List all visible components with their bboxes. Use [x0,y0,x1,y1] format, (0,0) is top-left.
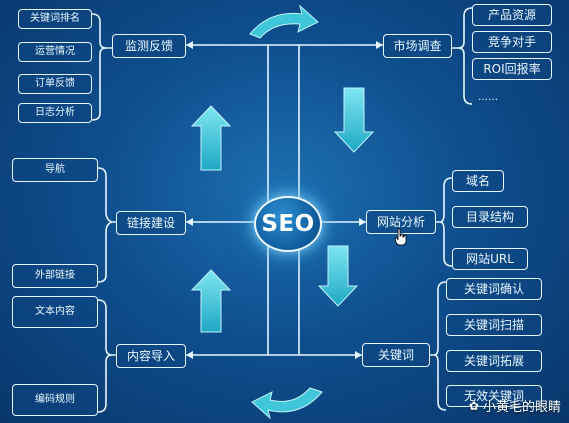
node-market-research: 市场调查 [383,34,452,58]
seo-center-node: SEO [254,196,322,252]
content-item: 文本内容 [12,296,98,328]
keyword-item-label: 关键词扫描 [463,318,524,332]
keyword-item: 无效关键词 [446,385,542,407]
site-item: 网站URL [452,248,528,270]
keyword-item-label: 关键词拓展 [463,354,524,368]
node-site-analysis-label: 网站分析 [376,215,425,229]
site-item-label: 网站URL [466,252,514,266]
node-content-import-label: 内容导入 [126,349,175,363]
monitor-item-label: 运营情况 [35,46,75,57]
content-item-label: 编码规则 [35,394,75,405]
watermark: ✿ 小黄毛的眼睛 [468,396,561,416]
monitor-item: 日志分析 [18,103,92,123]
content-item: 编码规则 [12,384,98,416]
node-monitor-feedback: 监测反馈 [112,34,186,58]
keyword-item-label: 关键词确认 [463,282,524,296]
market-item-label: ROI回报率 [483,62,541,76]
market-item-label: 竞争对手 [487,35,536,49]
node-link-building: 链接建设 [116,211,186,235]
market-item: 产品资源 [472,4,552,26]
node-monitor-feedback-label: 监测反馈 [124,39,173,53]
link-item: 导航 [12,158,98,182]
site-item: 目录结构 [452,206,528,228]
keyword-item-label: 无效关键词 [463,389,524,403]
monitor-item-label: 订单反馈 [35,78,75,89]
seo-center-label: SEO [261,211,315,237]
hand-cursor-icon [394,228,407,246]
link-item: 外部链接 [12,264,98,288]
keyword-item: 关键词确认 [446,278,542,300]
monitor-item-label: 日志分析 [35,107,75,118]
market-item-label: 产品资源 [487,8,536,22]
link-item-label: 外部链接 [35,270,75,281]
link-item-label: 导航 [45,164,65,175]
node-content-import: 内容导入 [116,344,186,368]
market-item: ROI回报率 [472,58,552,80]
site-item-label: 域名 [465,174,490,188]
monitor-item: 关键词排名 [18,9,92,29]
node-keywords: 关键词 [362,343,430,367]
node-market-research-label: 市场调查 [393,39,442,53]
keyword-item: 关键词拓展 [446,350,542,372]
monitor-item: 订单反馈 [18,74,92,94]
watermark-logo-icon: ✿ [468,398,479,413]
keyword-item: 关键词扫描 [446,314,542,336]
node-site-analysis: 网站分析 [366,210,436,234]
watermark-text: 小黄毛的眼睛 [482,400,561,415]
node-link-building-label: 链接建设 [126,216,175,230]
node-keywords-label: 关键词 [377,348,414,362]
site-item-label: 目录结构 [465,210,514,224]
market-item-more: …… [478,92,498,103]
market-item: 竞争对手 [472,31,552,53]
monitor-item-label: 关键词排名 [30,13,80,24]
content-item-label: 文本内容 [35,306,75,317]
site-item: 域名 [452,170,504,192]
monitor-item: 运营情况 [18,42,92,62]
